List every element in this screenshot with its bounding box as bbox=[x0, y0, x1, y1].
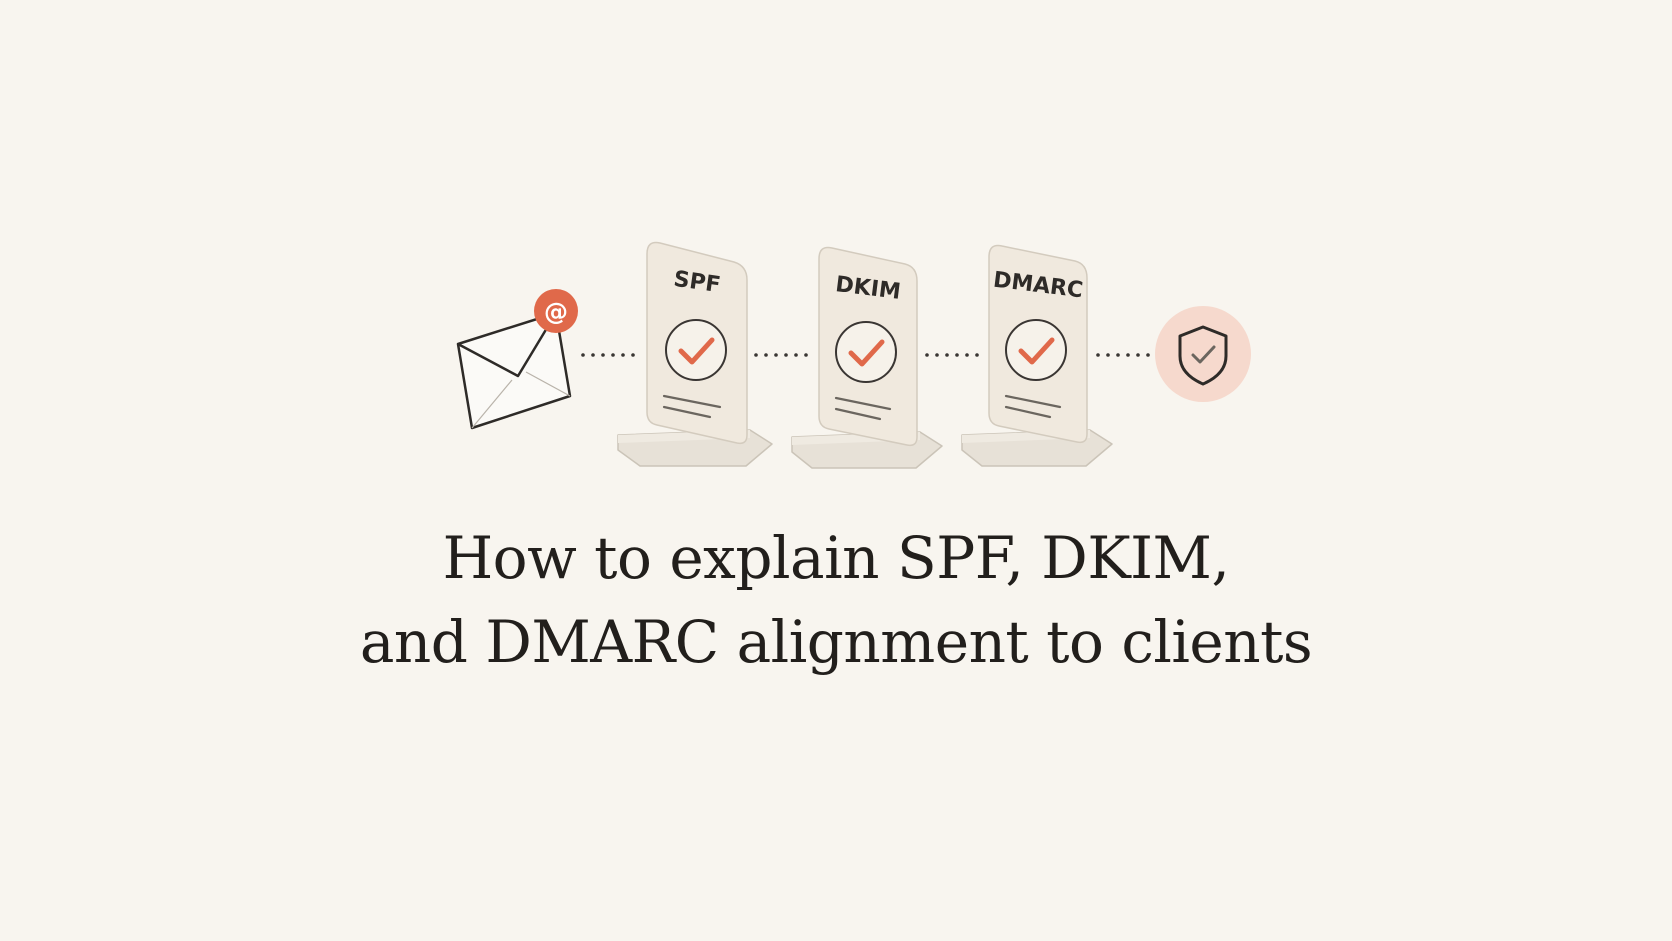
spf-card: SPF bbox=[617, 241, 773, 467]
at-sign-text: @ bbox=[544, 298, 568, 326]
dmarc-card: DMARC bbox=[961, 244, 1113, 467]
connector-dots bbox=[581, 353, 1150, 357]
page-title: How to explain SPF, DKIM, and DMARC alig… bbox=[0, 516, 1672, 684]
title-line-2: and DMARC alignment to clients bbox=[359, 608, 1313, 676]
title-line-1: How to explain SPF, DKIM, bbox=[442, 524, 1230, 592]
checkmark-icon bbox=[848, 339, 885, 367]
at-sign-badge: @ bbox=[534, 289, 578, 333]
checkmark-icon bbox=[678, 337, 715, 365]
shield-icon bbox=[1155, 306, 1251, 402]
checkmark-icon bbox=[1018, 337, 1055, 365]
dkim-card: DKIM bbox=[791, 246, 943, 469]
envelope-icon bbox=[456, 311, 572, 430]
